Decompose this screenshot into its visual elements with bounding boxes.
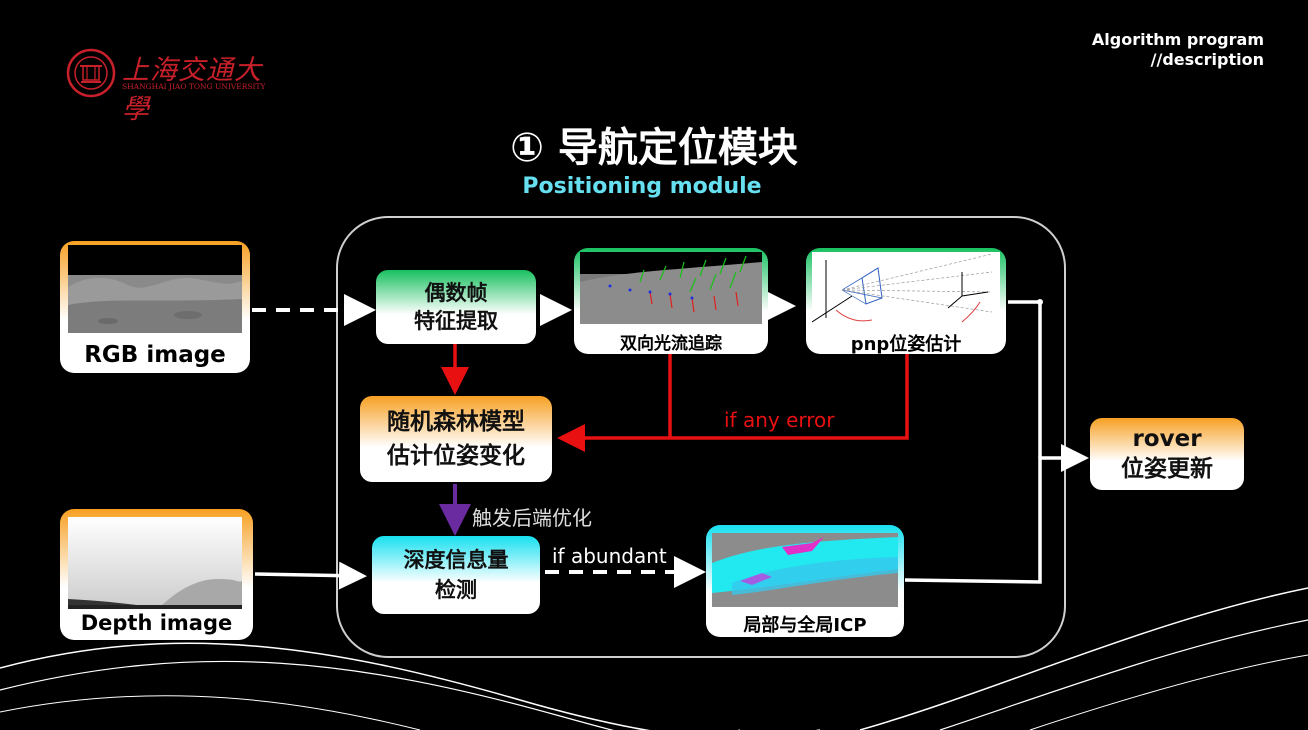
logo-chinese-name: 上海交通大學 [122,55,262,125]
node-random-forest: 随机森林模型 估计位姿变化 [360,396,552,482]
page-subtitle: Positioning module [522,174,762,199]
rgb-lunar-image [68,245,242,333]
rf-line-2: 估计位姿变化 [387,443,525,469]
depth-line-1: 深度信息量 [403,548,509,572]
depth-image-label: Depth image [80,611,233,635]
pnp-diagram-image [812,252,1000,328]
feature-line-1: 偶数帧 [424,281,488,305]
rover-line-2: 位姿更新 [1121,456,1213,482]
optical-flow-image [580,252,762,324]
node-depth-detection: 深度信息量 检测 [372,536,540,614]
feature-line-2: 特征提取 [414,309,498,333]
rover-line-1: rover [1132,426,1202,452]
header-description: Algorithm program //description [1092,30,1264,70]
rgb-image-label: RGB image [84,342,226,368]
positioning-module-frame [336,216,1066,658]
rgb-image-card: RGB image [60,241,250,373]
page-title: ① 导航定位模块 [510,125,798,171]
header-line-2: //description [1150,50,1264,69]
optical-flow-label: 双向光流追踪 [620,334,722,354]
depth-map-image [68,517,242,609]
rf-line-1: 随机森林模型 [387,409,525,435]
university-seal-icon [66,48,116,98]
node-rover-pose-update: rover 位姿更新 [1090,418,1244,490]
edge-label-if-abundant: if abundant [552,544,667,568]
pnp-label: pnp位姿估计 [850,334,962,355]
node-pnp: pnp位姿估计 [806,248,1006,355]
node-optical-flow: 双向光流追踪 [574,248,768,354]
node-feature-extraction: 偶数帧 特征提取 [376,270,536,344]
university-logo: 上海交通大學 SHANGHAI JIAO TONG UNIVERSITY [66,48,266,125]
depth-image-card: Depth image [60,509,253,640]
logo-english-name: SHANGHAI JIAO TONG UNIVERSITY [122,82,266,91]
edge-label-if-any-error: if any error [724,408,835,432]
header-line-1: Algorithm program [1091,30,1264,49]
icp-label: 局部与全局ICP [743,615,867,636]
edge-label-trigger-backend: 触发后端优化 [472,506,592,530]
node-icp: 局部与全局ICP [706,525,904,637]
depth-line-2: 检测 [435,578,477,602]
icp-pointcloud-image [712,533,898,607]
